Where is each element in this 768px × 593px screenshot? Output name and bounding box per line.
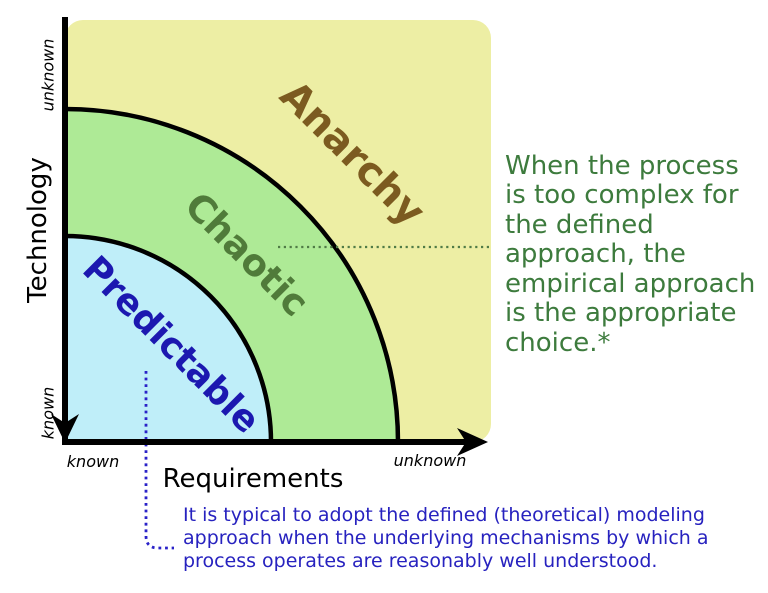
- empirical-note-line: the defined: [505, 210, 654, 240]
- empirical-note: When the process is too complex for the …: [505, 151, 755, 358]
- empirical-note-line: When the process: [505, 151, 739, 181]
- defined-note: It is typical to adopt the defined (theo…: [183, 504, 709, 572]
- chaotic-anarchy-boundary-arc: [64, 106, 401, 443]
- empirical-note-line: is too complex for: [505, 180, 739, 210]
- empirical-note-line: choice.*: [505, 328, 610, 358]
- x-axis-min-label: known: [67, 452, 119, 471]
- y-axis-min-label: known: [39, 387, 58, 439]
- x-axis-arrowhead-icon: [457, 428, 488, 456]
- defined-note-line: It is typical to adopt the defined (theo…: [183, 504, 705, 526]
- empirical-note-line: empirical approach: [505, 269, 755, 299]
- y-axis-max-label: unknown: [39, 39, 58, 112]
- defined-note-line: approach when the underlying mechanisms …: [183, 527, 709, 549]
- defined-note-leader-line: [144, 371, 174, 550]
- y-axis-arrowhead-icon: [51, 414, 79, 443]
- empirical-note-line: is the appropriate: [505, 298, 736, 328]
- y-axis-title: Technology: [23, 157, 53, 304]
- predictable-chaotic-boundary-arc: [64, 233, 274, 443]
- defined-note-line: process operates are reasonably well und…: [183, 550, 657, 572]
- empirical-note-line: approach, the: [505, 239, 686, 269]
- region-predictable: [65, 236, 271, 442]
- x-axis-max-label: unknown: [394, 451, 467, 470]
- x-axis-title: Requirements: [163, 464, 344, 494]
